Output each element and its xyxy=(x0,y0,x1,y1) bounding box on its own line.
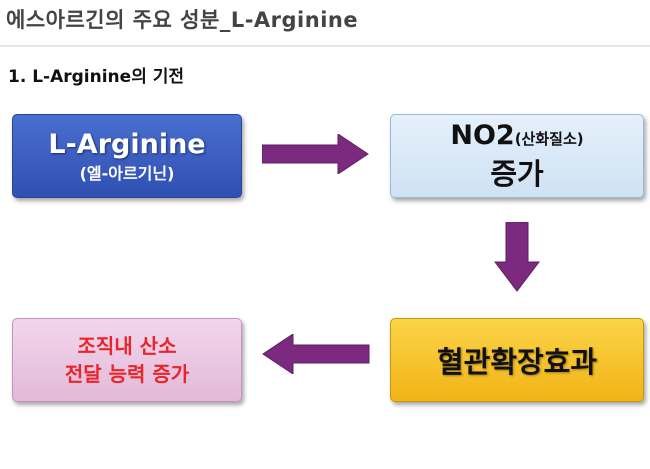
node-label: NO2(산화질소) xyxy=(450,120,583,151)
node-label: 조직내 산소 xyxy=(77,334,177,358)
node-oxygen-delivery: 조직내 산소 전달 능력 증가 xyxy=(12,318,242,402)
arrow-right-icon xyxy=(262,134,369,174)
divider xyxy=(0,45,650,47)
node-label: L-Arginine xyxy=(48,128,206,160)
node-sublabel: (엘-아르기닌) xyxy=(79,163,175,183)
node-vasodilation: 혈관확장효과 xyxy=(390,318,644,402)
page-title: 에스아르긴의 주요 성분_L-Arginine xyxy=(6,8,359,32)
arrow-left-icon xyxy=(262,334,370,374)
section-title: 1. L-Arginine의 기전 xyxy=(8,67,185,87)
node-sublabel: 증가 xyxy=(490,156,544,191)
node-no2: NO2(산화질소) 증가 xyxy=(390,114,644,198)
node-label-main: NO2 xyxy=(450,119,515,151)
node-sublabel: 전달 능력 증가 xyxy=(64,362,190,386)
node-l-arginine: L-Arginine (엘-아르기닌) xyxy=(12,114,242,198)
node-label-suffix: (산화질소) xyxy=(514,129,584,148)
arrow-down-icon xyxy=(494,222,540,292)
node-label: 혈관확장효과 xyxy=(436,345,598,379)
